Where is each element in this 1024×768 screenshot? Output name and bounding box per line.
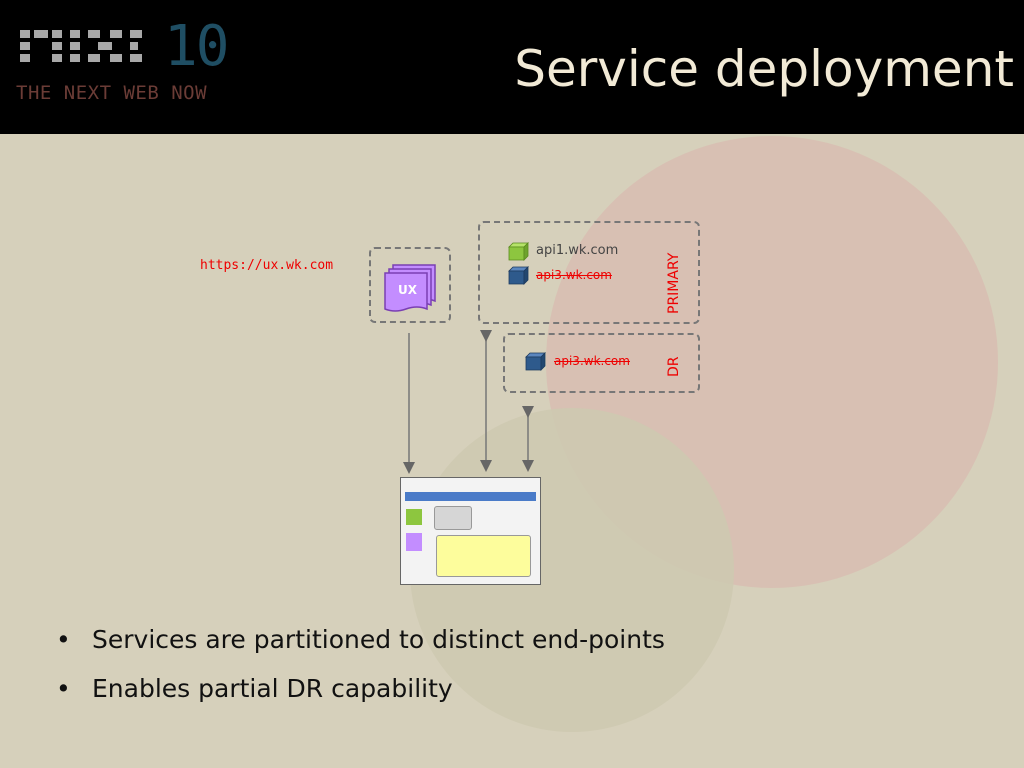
client-app-window (400, 477, 541, 585)
client-green-tile (406, 509, 422, 525)
client-purple-tile (406, 533, 422, 551)
bullet-list: • Services are partitioned to distinct en… (56, 622, 665, 720)
client-yellow-panel (436, 535, 531, 577)
blue-cube-icon (508, 266, 529, 285)
bullet-dot: • (56, 625, 71, 654)
blue-cube-icon (525, 352, 546, 371)
mix-logo-mark (20, 30, 142, 62)
client-gray-panel (434, 506, 472, 530)
api1-primary-label: api1.wk.com (536, 243, 619, 258)
green-cube-icon (508, 242, 529, 261)
ux-service-box: UX (369, 247, 451, 323)
ux-url-label: https://ux.wk.com (200, 258, 334, 273)
api3-primary-label: api3.wk.com (536, 268, 612, 282)
primary-label: PRIMARY (666, 252, 682, 314)
client-titlebar (405, 492, 536, 501)
bullet-item: • Enables partial DR capability (56, 671, 665, 720)
bullet-text: Enables partial DR capability (92, 674, 453, 703)
slide-title: Service deployment (514, 40, 1014, 98)
dr-region-box (503, 333, 700, 393)
api3-dr-label: api3.wk.com (554, 354, 630, 368)
slide-header: 10 THE NEXT WEB NOW Service deployment (0, 0, 1024, 134)
bullet-dot: • (56, 674, 71, 703)
bullet-item: • Services are partitioned to distinct en… (56, 622, 665, 671)
logo-tagline: THE NEXT WEB NOW (16, 82, 208, 104)
primary-region-box (478, 221, 700, 324)
ux-label: UX (398, 283, 417, 297)
ux-stack-icon (384, 264, 436, 312)
dr-label: DR (666, 356, 682, 377)
bullet-text: Services are partitioned to distinct end… (92, 625, 665, 654)
logo-number: 10 (164, 14, 229, 79)
